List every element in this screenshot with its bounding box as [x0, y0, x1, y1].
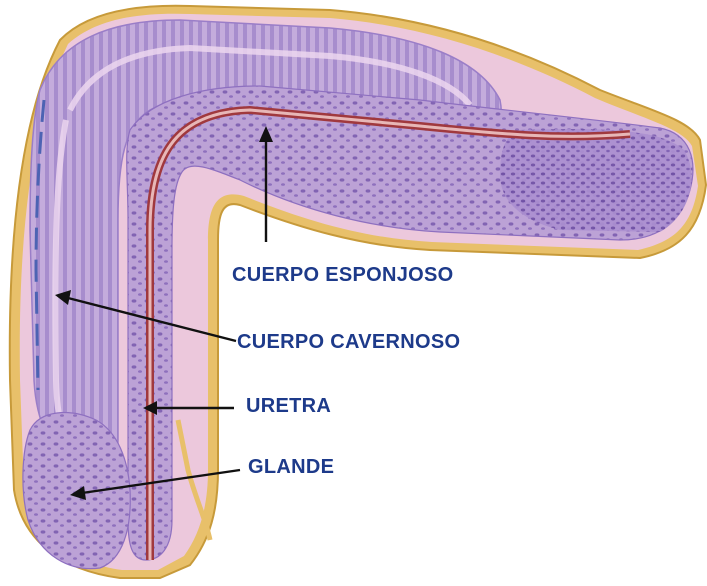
label-cuerpo-cavernoso: CUERPO CAVERNOSO [237, 332, 460, 352]
spongiosum-bulb [500, 129, 692, 232]
label-uretra: URETRA [246, 396, 331, 416]
glans [23, 413, 130, 569]
label-glande: GLANDE [248, 457, 334, 477]
label-cuerpo-esponjoso: CUERPO ESPONJOSO [232, 265, 454, 285]
